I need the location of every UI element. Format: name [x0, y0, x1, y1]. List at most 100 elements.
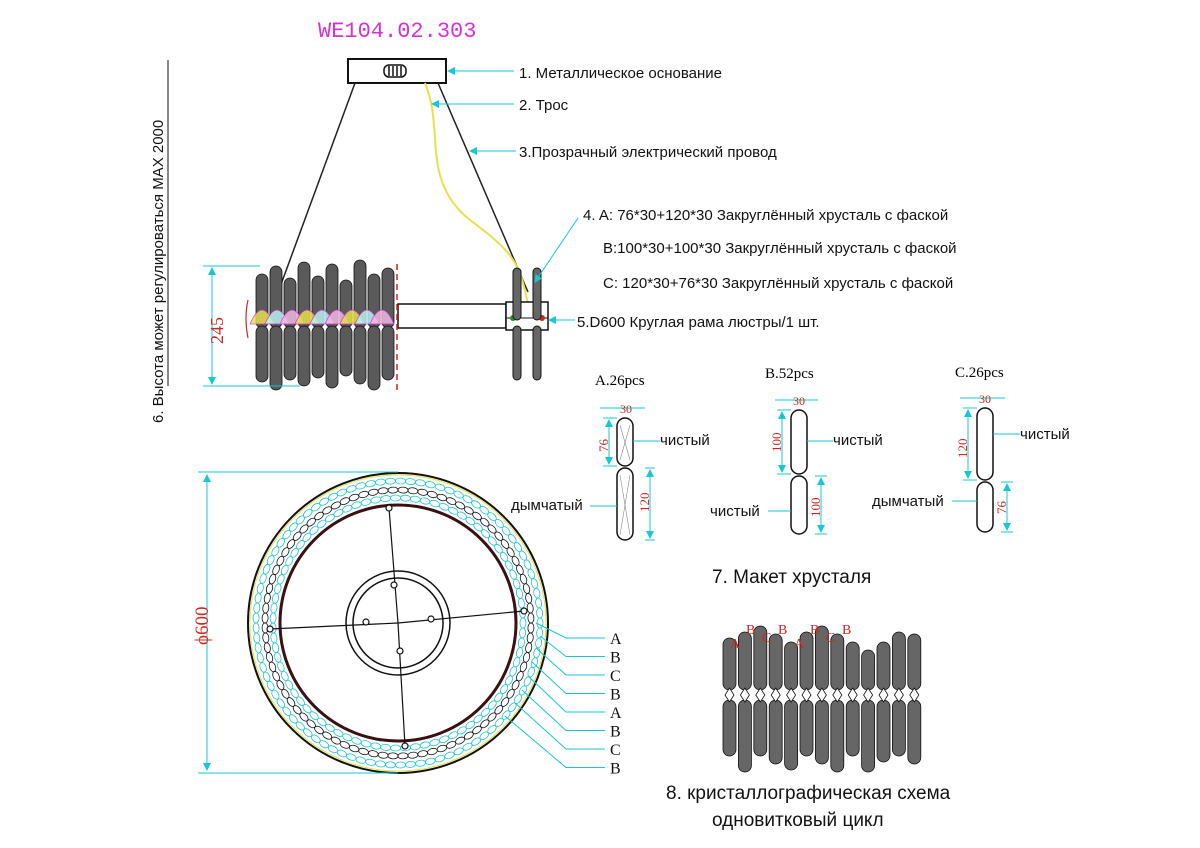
ring-bead [262, 602, 270, 614]
scheme-crystal-lower [845, 699, 860, 757]
ring-bead [256, 652, 264, 664]
ring-bead [336, 488, 348, 497]
scheme-subtitle: одновитковый цикл [712, 810, 884, 831]
ring-bead [487, 524, 497, 534]
ring-bead [268, 573, 277, 585]
ring-bead [355, 482, 367, 490]
ring-callout-line [504, 715, 605, 768]
scheme-crystal-lower [830, 699, 845, 773]
ring-bead [254, 642, 262, 654]
crystal-lower [311, 325, 325, 379]
ring-bead [409, 495, 421, 503]
ring-bead [262, 632, 270, 644]
ring-bead [263, 642, 271, 654]
label-base: 1. Металлическое основание [519, 65, 722, 82]
scheme-crystal-lower [861, 699, 875, 773]
inner-ring [278, 503, 518, 743]
ring-bead [377, 751, 389, 759]
ring-bead [380, 495, 391, 503]
ring-bead [517, 637, 525, 649]
crystal-layout-title: 7. Макет хрусталя [712, 567, 871, 588]
canopy-inner [352, 577, 444, 669]
scheme-label: B [810, 623, 819, 638]
crystal-a-title: A.26pcs [595, 373, 645, 389]
crystal-b-width: 30 [793, 394, 805, 408]
crystal-b-top-type: чистый [833, 432, 883, 449]
callouts [431, 67, 579, 324]
scheme-crystal-lower [753, 699, 768, 757]
diameter-value: ϕ600 [192, 606, 213, 645]
crystal-c-h2: 76 [994, 501, 1009, 515]
scheme-connector [863, 687, 874, 703]
ring-bead [375, 478, 386, 486]
scheme-crystal-lower [892, 699, 906, 757]
crystal-a-h1: 76 [596, 439, 611, 453]
ring-callout-label: C [610, 668, 621, 685]
scheme-crystal-lower [722, 699, 737, 757]
scheme-label: A [730, 637, 741, 652]
ring-bead [444, 751, 455, 760]
height-value: 245 [207, 317, 227, 344]
ring-bead [526, 602, 534, 614]
scheme-label: B [842, 623, 851, 638]
scheme-connector [893, 687, 904, 703]
ring-bead [390, 744, 401, 752]
ring-bead [415, 479, 426, 487]
label-crystal-c: C: 120*30+76*30 Закруглённый хрусталь с … [603, 275, 953, 292]
scheme-connector [847, 687, 858, 703]
ring-bead [519, 661, 528, 673]
ring-bead [360, 498, 372, 506]
ring-bead [358, 490, 369, 499]
ring-bead [438, 735, 450, 743]
ring-bead [270, 632, 278, 644]
ring-bead [436, 493, 448, 502]
scheme-connector [786, 687, 797, 703]
ring-bead [358, 747, 369, 756]
left-crystal-cluster [245, 259, 395, 391]
crystal-lower [353, 325, 367, 385]
crystal-lower [367, 325, 381, 391]
scheme-crystal-lower [876, 699, 891, 763]
ring-bead [517, 597, 525, 609]
ring-callout-label: A [610, 705, 622, 722]
scheme-connector [724, 687, 735, 703]
ring-bead [513, 656, 521, 668]
ring-bead [536, 627, 544, 639]
ring-bead [254, 592, 262, 604]
ring-bead [400, 494, 411, 502]
ring-bead [346, 485, 357, 493]
crystal-c-top-type: чистый [1020, 426, 1070, 443]
ring-bead [270, 602, 278, 614]
ring-bead [525, 592, 533, 604]
scheme-label: C [762, 631, 771, 646]
ring-bead [262, 671, 271, 682]
ring-bead [271, 642, 280, 654]
ring-bead [419, 741, 431, 749]
scheme-label: B [746, 623, 755, 638]
right-crystals [512, 267, 542, 381]
ring-callout-label: A [610, 631, 622, 648]
ring-bead [494, 705, 504, 715]
crystal-c-title: C.26pcs [955, 365, 1004, 381]
ring-bead [522, 583, 531, 594]
ring-bead [513, 578, 521, 590]
ring-bead [370, 496, 382, 504]
ring-callout-label: B [610, 761, 621, 778]
ring-bead [424, 481, 436, 489]
crystal-c-width: 30 [979, 392, 991, 406]
ring-bead [380, 743, 391, 751]
crystal-bead [369, 309, 395, 325]
ring-bead [375, 760, 386, 768]
scheme-label: C [826, 631, 835, 646]
ring-bead [259, 573, 267, 584]
cable-left [275, 82, 356, 299]
canopy-base [347, 58, 447, 84]
ring-bead [351, 501, 362, 509]
height-dimension: 245 [203, 265, 300, 387]
ring-callout-line [531, 661, 605, 694]
ring-bead [365, 758, 376, 766]
scheme-connector [816, 687, 827, 703]
ring-bead [535, 637, 543, 649]
ring-bead [530, 578, 539, 589]
